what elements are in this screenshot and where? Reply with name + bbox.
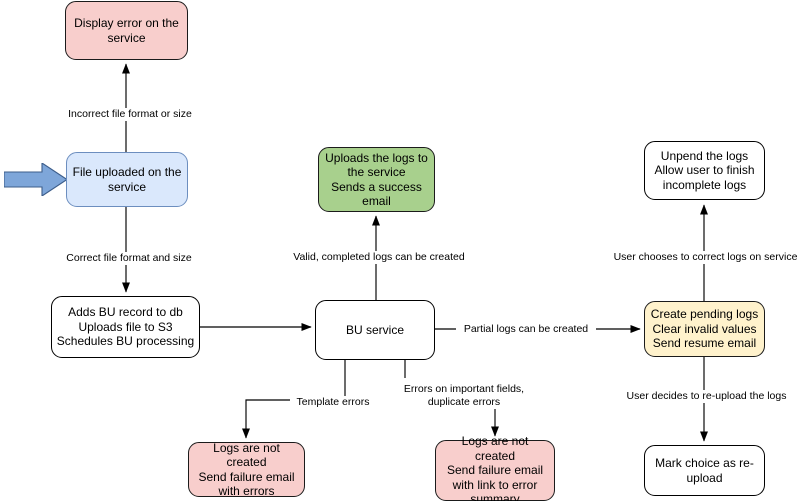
- edge-label-errors-important: Errors on important fields, duplicate er…: [393, 383, 535, 409]
- node-unpend-logs[interactable]: Unpend the logs Allow user to finish inc…: [644, 141, 765, 200]
- node-bu-service[interactable]: BU service: [315, 300, 435, 360]
- edge-label-correct-format: Correct file format and size: [54, 252, 204, 265]
- node-uploads-logs[interactable]: Uploads the logs to the service Sends a …: [318, 147, 435, 212]
- edge-label-template-errors: Template errors: [290, 396, 376, 409]
- edge-label-valid-logs: Valid, completed logs can be created: [283, 251, 475, 264]
- edge-label-user-corrects: User chooses to correct logs on service: [601, 251, 801, 264]
- node-mark-choice[interactable]: Mark choice as re- upload: [644, 445, 765, 496]
- edge-label-incorrect-format: Incorrect file format or size: [54, 108, 206, 121]
- node-logs-not-created-2[interactable]: Logs are not created Send failure email …: [435, 434, 555, 501]
- node-logs-not-created-1[interactable]: Logs are not created Send failure email …: [188, 441, 305, 498]
- node-display-error[interactable]: Display error on the service: [65, 1, 188, 60]
- node-create-pending-logs[interactable]: Create pending logs Clear invalid values…: [644, 301, 765, 357]
- node-file-uploaded[interactable]: File uploaded on the service: [66, 152, 188, 207]
- node-adds-bu-record[interactable]: Adds BU record to db Uploads file to S3 …: [51, 296, 200, 358]
- edge-label-partial-logs: Partial logs can be created: [456, 323, 596, 336]
- input-block-arrow: [4, 163, 68, 196]
- edge-label-user-reupload: User decides to re-upload the logs: [613, 390, 800, 403]
